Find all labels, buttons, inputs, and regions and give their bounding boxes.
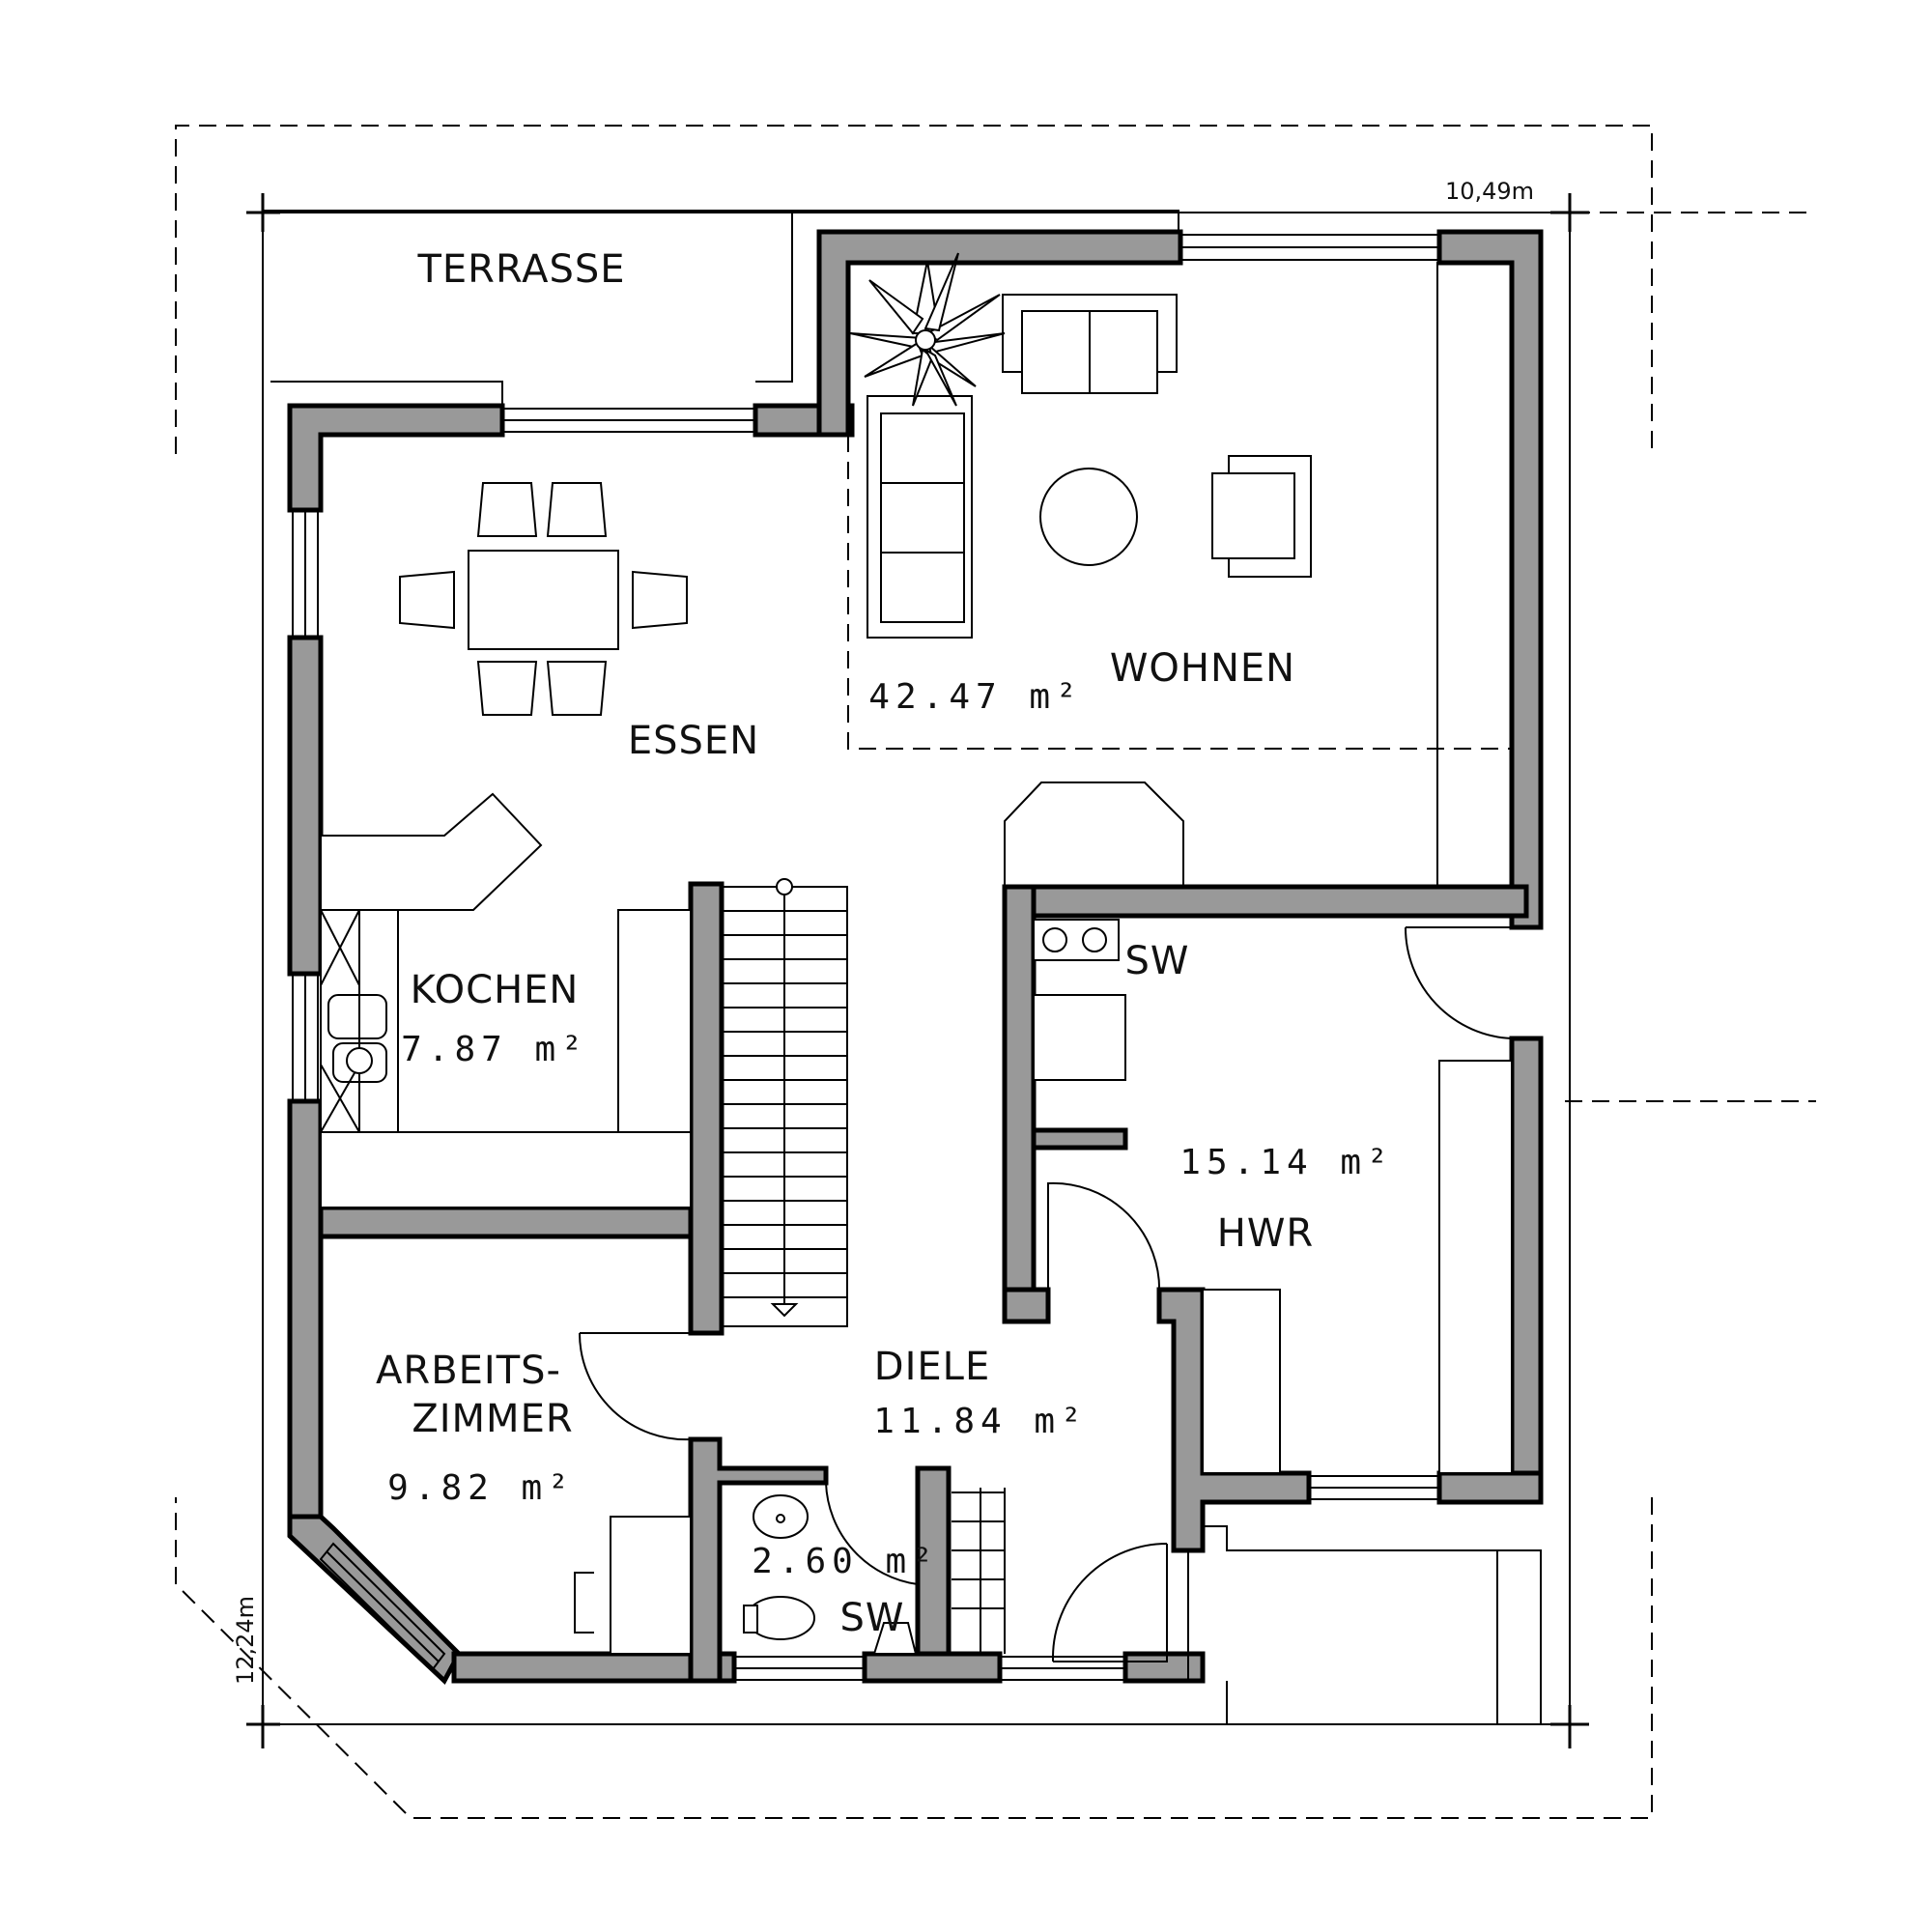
wall-north-west: [287, 403, 505, 513]
room-area-arbeitszimmer: 9.82 m²: [387, 1468, 575, 1508]
room-area-wohnen: 42.47 m²: [868, 677, 1082, 717]
washbasin-icon: [753, 1494, 809, 1539]
office-fittings: [574, 1516, 692, 1655]
sofa-long: [880, 412, 965, 623]
hwr-storage: [1438, 1060, 1513, 1474]
room-note-hwr-sw: SW: [1125, 939, 1190, 983]
wc-fittings: [743, 1494, 918, 1655]
wall-south-mid: [862, 1651, 1003, 1684]
kitchen-counter-island: [320, 792, 543, 911]
kitchen-fittings: [320, 792, 692, 1208]
room-label-terrasse: TERRASSE: [416, 247, 625, 292]
room-label-arbeitszimmer-line2: ZIMMER: [412, 1397, 573, 1441]
chair: [632, 570, 688, 630]
kitchen-tall-unit: [617, 909, 692, 1133]
room-area-wc: 2.60 m²: [752, 1542, 939, 1581]
hwr-fittings: [1033, 919, 1513, 1474]
roof-outline: [175, 125, 1816, 1819]
chair: [476, 482, 538, 537]
room-note-wc-sw: SW: [840, 1596, 905, 1640]
office-cabinet: [610, 1516, 692, 1655]
doors: [578, 926, 1513, 1662]
wall-west-lower: [287, 1098, 324, 1520]
living-furniture: [849, 252, 1312, 639]
room-label-hwr: HWR: [1217, 1211, 1314, 1256]
dining-set: [399, 482, 688, 716]
shower-icon: [872, 1622, 918, 1655]
wall-north-east: [1436, 229, 1544, 930]
hwr-cabinet: [1033, 994, 1126, 1081]
wall-north-jog: [816, 229, 1183, 438]
window-east-upper: [1436, 262, 1513, 888]
chair: [476, 661, 538, 716]
wall-east-lower: [1509, 1036, 1544, 1505]
office-desk-chair: [574, 1572, 594, 1634]
wall-hwr-door-jamb: [1002, 1287, 1051, 1324]
window-bay: [319, 1542, 446, 1671]
plant-icon: [849, 252, 1006, 407]
door-arbeitszimmer: [578, 1332, 692, 1441]
wall-south-east: [1436, 1470, 1544, 1505]
wall-hwr-north: [1002, 884, 1529, 919]
terrace-outline: [263, 210, 1179, 406]
wall-hwr-west: [1002, 884, 1037, 1324]
coffee-table: [1039, 468, 1138, 566]
dimension-width-label: 10,49m: [1445, 178, 1534, 205]
sink-icon: [346, 1047, 373, 1074]
staircase: [721, 878, 1006, 1654]
door-wc: [825, 1482, 919, 1585]
chair: [546, 482, 608, 537]
washer-dryer: [1033, 919, 1120, 961]
armchair: [1211, 472, 1295, 559]
wall-south-west: [451, 1651, 737, 1684]
dining-table: [468, 550, 619, 650]
door-east: [1404, 926, 1513, 1039]
wall-stair: [688, 881, 724, 1336]
fireplace: [1004, 781, 1184, 888]
chair: [399, 570, 455, 630]
room-label-essen: ESSEN: [628, 719, 759, 763]
room-area-kochen: 7.87 m²: [401, 1030, 588, 1069]
door-entrance: [1052, 1543, 1168, 1662]
wohnen-zone-outline: [847, 435, 1512, 750]
wall-west-mid: [287, 635, 324, 977]
wall-south-entry: [1122, 1651, 1206, 1684]
room-label-kochen: KOCHEN: [411, 968, 580, 1012]
wall-hwr-stub: [1031, 1127, 1128, 1151]
windows: [292, 234, 1513, 1681]
wall-kitchen-south: [318, 1205, 694, 1239]
dimension-lines: [246, 193, 1589, 1748]
room-label-wohnen: WOHNEN: [1110, 646, 1295, 691]
door-hwr: [1047, 1181, 1161, 1295]
room-area-hwr: 15.14 m²: [1179, 1143, 1393, 1182]
dimension-depth-label: 12,24m: [232, 1596, 259, 1685]
kitchen-counter-south: [320, 1131, 692, 1208]
room-label-arbeitszimmer-line1: ARBEITS-: [376, 1349, 561, 1393]
room-area-diele: 11.84 m²: [873, 1402, 1087, 1441]
hwr-shelf: [1202, 1289, 1281, 1474]
chair: [546, 661, 608, 716]
entrance-canopy: [1187, 1525, 1542, 1724]
room-label-diele: DIELE: [874, 1345, 990, 1389]
